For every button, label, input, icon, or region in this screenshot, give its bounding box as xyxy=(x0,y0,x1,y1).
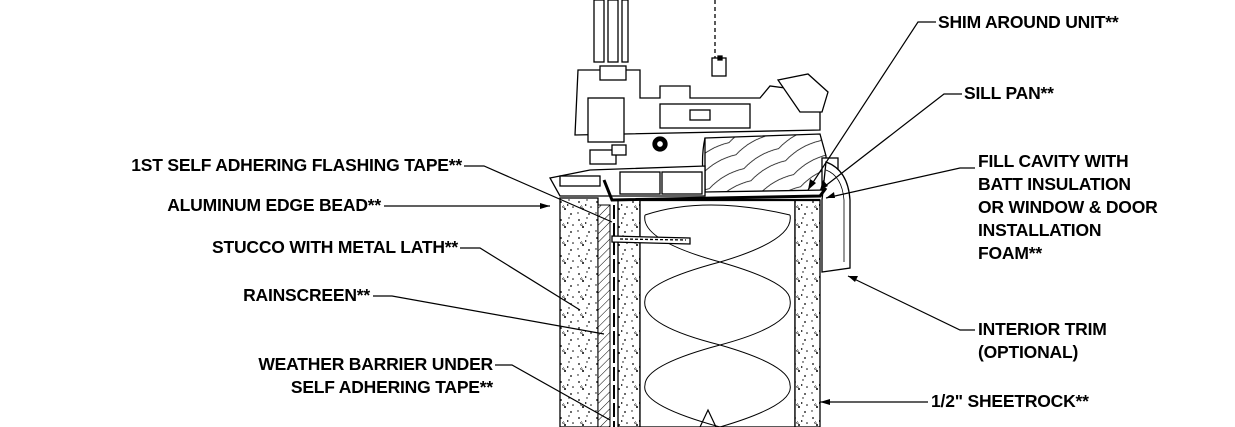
label-rainscreen: RAINSCREEN** xyxy=(243,285,370,305)
fastener-screw xyxy=(611,235,691,245)
rainscreen-layer xyxy=(597,204,611,427)
label-interior-trim: INTERIOR TRIM (OPTIONAL) xyxy=(978,318,1107,364)
label-stucco-metal-lath: STUCCO WITH METAL LATH** xyxy=(211,237,458,257)
label-sheetrock: 1/2" SHEETROCK** xyxy=(931,391,1089,411)
label-shim-around-unit: SHIM AROUND UNIT** xyxy=(938,12,1119,32)
label-fill-cavity-line3: OR WINDOW & DOOR xyxy=(978,197,1158,217)
label-fill-cavity-line2: BATT INSULATION xyxy=(978,174,1131,194)
label-fill-cavity: FILL CAVITY WITH BATT INSULATION OR WIND… xyxy=(978,150,1158,265)
stucco-layer xyxy=(559,197,599,427)
leader-arrowheads xyxy=(540,179,858,405)
label-fill-cavity-line1: FILL CAVITY WITH xyxy=(978,151,1129,171)
label-weather-barrier: WEATHER BARRIER UNDER SELF ADHERING TAPE… xyxy=(258,353,493,399)
label-weather-barrier-line2: SELF ADHERING TAPE** xyxy=(290,377,493,397)
label-first-flashing-tape: 1ST SELF ADHERING FLASHING TAPE** xyxy=(131,155,462,175)
sill-pan-flashing xyxy=(602,179,828,202)
leader-lines xyxy=(373,21,975,421)
window-glazing xyxy=(593,0,727,77)
label-sill-pan: SILL PAN** xyxy=(964,83,1054,103)
label-interior-trim-line1: INTERIOR TRIM xyxy=(978,319,1107,339)
label-weather-barrier-line1: WEATHER BARRIER UNDER xyxy=(258,354,493,374)
label-fill-cavity-line5: FOAM** xyxy=(978,243,1042,263)
wood-sill xyxy=(701,133,839,193)
interior-trim-shape xyxy=(821,161,851,273)
label-aluminum-edge-bead: ALUMINUM EDGE BEAD** xyxy=(167,195,381,215)
window-sill-frame xyxy=(574,65,829,165)
label-fill-cavity-line4: INSTALLATION xyxy=(978,220,1102,240)
label-interior-trim-line2: (OPTIONAL) xyxy=(978,342,1079,362)
sill-extrusion xyxy=(548,136,706,197)
batt-insulation xyxy=(644,204,791,427)
